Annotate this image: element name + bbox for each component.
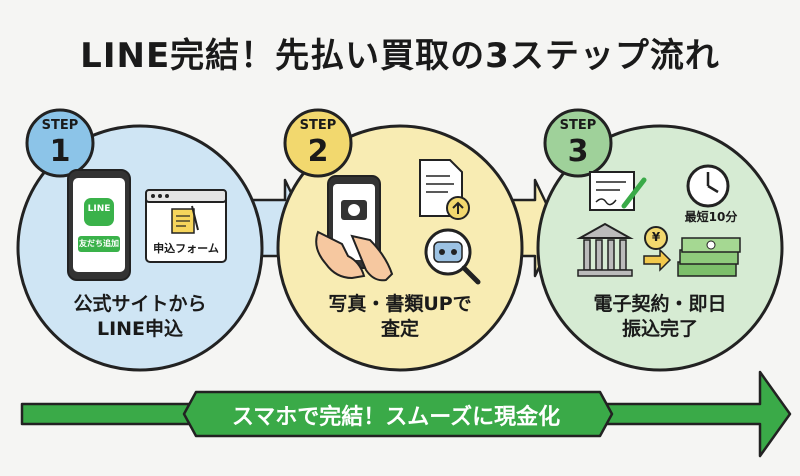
step-3-label: 電子契約・即日 振込完了 (560, 292, 760, 341)
step-1-badge-word: STEP (41, 118, 79, 133)
step-3-badge-word: STEP (559, 118, 597, 133)
step-2-badge (283, 108, 353, 178)
step-1-label-line2: LINE申込 (96, 317, 184, 340)
step-2-label: 写真・書類UPで 査定 (300, 292, 500, 341)
banner-label-plate (182, 390, 614, 438)
e-contract-icon (589, 171, 647, 211)
friend-add-button-label: 友だち追加 (79, 239, 119, 248)
step-2-badge-number: 2 (307, 134, 329, 169)
phone-camera-hand-icon (315, 175, 394, 282)
transfer-arrow-icon (643, 226, 672, 272)
step-1-label: 公式サイトから LINE申込 (40, 292, 240, 341)
step-3-label-line2: 振込完了 (621, 317, 698, 340)
clock-icon (686, 164, 730, 208)
step-1-badge-number: 1 (49, 134, 71, 169)
step-2-label-line2: 査定 (380, 317, 419, 340)
fastest-time-label: 最短10分 (684, 210, 738, 224)
smartphone-line-icon (67, 169, 131, 281)
ai-robot-magnifier-icon (424, 228, 481, 285)
line-app-label: LINE (87, 204, 111, 214)
banner-text: スマホで完結！スムーズに現金化 (231, 405, 561, 430)
step-3-badge-number: 3 (567, 134, 589, 169)
step-1-label-line1: 公式サイトから (73, 293, 207, 315)
form-label: 申込フォーム (153, 242, 219, 255)
yen-symbol: ¥ (651, 230, 661, 244)
cash-stack-icon (677, 237, 741, 277)
document-upload-icon (419, 159, 470, 220)
step-3-label-line1: 電子契約・即日 (593, 293, 727, 315)
step-2-label-line1: 写真・書類UPで (328, 293, 472, 315)
page-title: LINE完結！先払い買取の3ステップ流れ (80, 36, 720, 76)
step-1-badge (25, 108, 95, 178)
step-2-badge-word: STEP (299, 118, 337, 133)
bank-icon (576, 222, 634, 277)
application-form-icon (145, 189, 227, 263)
step-3-badge (543, 108, 613, 178)
